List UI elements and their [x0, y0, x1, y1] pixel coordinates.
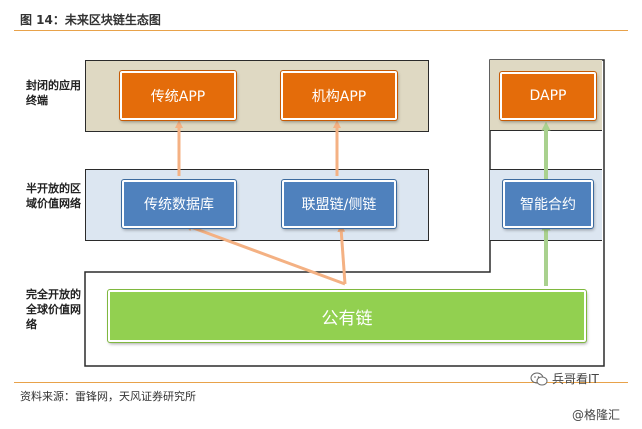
- figure-title: 图 14：未来区块链生态图: [20, 13, 161, 27]
- label-open-layer: 完全开放的全球价值网络: [26, 288, 81, 331]
- wechat-icon: [530, 372, 548, 385]
- consortium-chain-box: 联盟链/侧链: [281, 179, 397, 229]
- smart-contract-box: 智能合约: [502, 179, 594, 229]
- glh-watermark: @格隆汇: [572, 408, 621, 422]
- arrow-public-to-db: [184, 223, 346, 286]
- trad-app-box: 传统APP: [119, 70, 237, 121]
- wechat-watermark: 兵哥看IT: [530, 370, 599, 387]
- inst-app-box: 机构APP: [280, 70, 398, 121]
- trad-db-box: 传统数据库: [121, 179, 237, 229]
- arrow-public-to-consortium: [337, 224, 347, 285]
- dapp-box: DAPP: [499, 71, 597, 121]
- label-semi-layer: 半开放的区域价值网络: [26, 182, 81, 210]
- source-rule: [14, 382, 628, 383]
- title-rule: [14, 30, 628, 31]
- public-chain-box: 公有链: [107, 289, 587, 343]
- source-note: 资料来源：雷锋网，天风证券研究所: [20, 390, 196, 403]
- wechat-account-name: 兵哥看IT: [552, 372, 599, 386]
- label-closed-layer: 封闭的应用终端: [26, 79, 81, 107]
